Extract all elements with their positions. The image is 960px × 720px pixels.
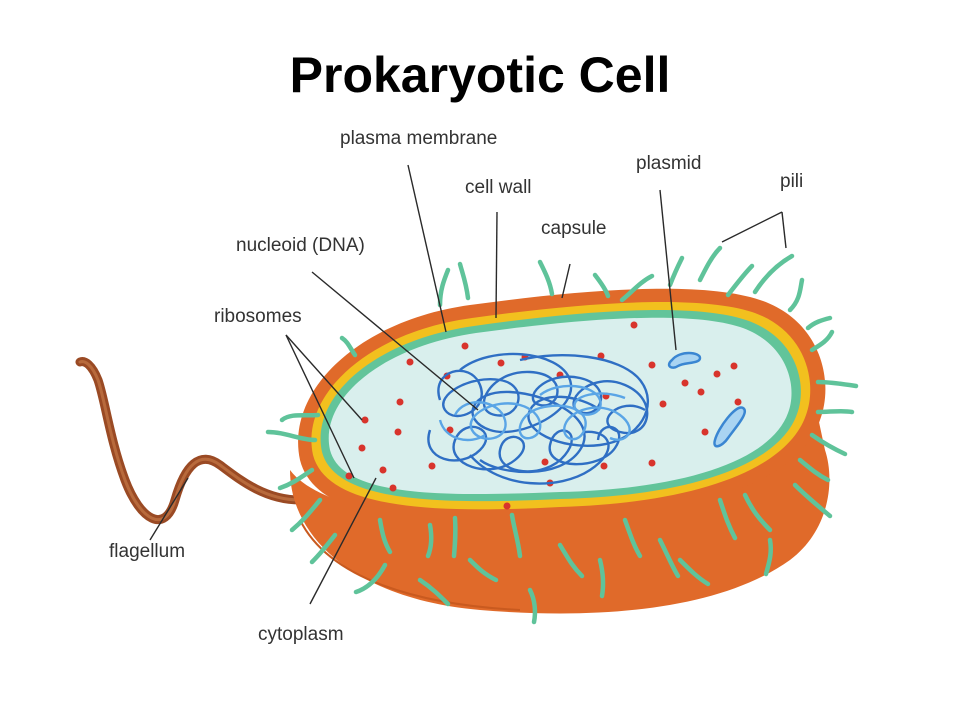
pilus: [725, 263, 755, 298]
pilus: [792, 482, 833, 519]
pilus: [309, 532, 338, 565]
ribosome: [648, 459, 656, 467]
leader-ribosomes-2: [285, 334, 355, 479]
plasmid: [713, 406, 746, 448]
pilus: [339, 335, 358, 358]
pilus: [425, 522, 434, 559]
pilus: [622, 517, 643, 559]
pilus: [277, 467, 315, 491]
pilus: [809, 329, 835, 353]
pilus: [763, 537, 774, 577]
ribosome: [497, 359, 505, 367]
label-pili: pili: [780, 171, 803, 192]
pilus: [279, 412, 321, 423]
cell-body-side: [290, 380, 830, 614]
leader-nucleoid: [311, 271, 479, 411]
ribosomes: [345, 321, 742, 510]
pilus: [717, 497, 738, 541]
ribosome: [406, 358, 414, 366]
cell-body-shading: [299, 519, 521, 611]
label-flagellum: flagellum: [109, 541, 185, 562]
ribosome: [541, 458, 549, 466]
ribosome: [701, 428, 709, 436]
pilus: [657, 537, 681, 579]
page-title: Prokaryotic Cell: [289, 47, 671, 103]
leader-flagellum: [149, 477, 189, 541]
pilus: [677, 557, 711, 587]
flagellum-highlight: [78, 360, 302, 522]
pilus: [457, 261, 471, 301]
pilus: [437, 267, 451, 308]
ribosome: [389, 484, 397, 492]
ribosome: [713, 370, 721, 378]
pilus: [805, 315, 833, 331]
ribosome: [396, 398, 404, 406]
leader-capsule: [561, 263, 571, 299]
ribosome: [461, 342, 469, 350]
label-nucleoid: nucleoid (DNA): [236, 235, 365, 256]
pilus: [265, 429, 318, 443]
label-cytoplasm: cytoplasm: [258, 624, 344, 645]
pilus: [815, 379, 859, 389]
pilus: [752, 253, 795, 295]
leader-pili-1: [721, 211, 783, 243]
pilus: [451, 515, 458, 559]
pilus: [742, 492, 773, 533]
ribosome: [600, 462, 608, 470]
ribosome: [648, 361, 656, 369]
ribosome: [428, 462, 436, 470]
pilus: [797, 457, 831, 483]
pilus: [377, 517, 393, 555]
ribosome: [361, 416, 369, 424]
pilus: [697, 245, 723, 283]
ribosome: [503, 502, 511, 510]
pilus: [809, 432, 848, 457]
leader-cytoplasm: [309, 477, 377, 605]
ribosome: [345, 472, 353, 480]
leader-ribosomes-1: [285, 334, 363, 421]
label-cell-wall: cell wall: [465, 177, 532, 198]
label-capsule: capsule: [541, 218, 607, 239]
pilus: [787, 277, 805, 313]
leader-plasma-membrane: [407, 164, 447, 333]
leader-lines: [149, 164, 787, 605]
pilus: [537, 259, 555, 297]
leader-pili-2: [781, 211, 787, 249]
ribosome: [358, 444, 366, 452]
pilus: [353, 562, 388, 595]
pilus: [667, 255, 685, 288]
pili: [265, 245, 859, 625]
ribosome: [630, 321, 638, 329]
ribosome: [697, 388, 705, 396]
nucleoid-dna: [427, 352, 650, 485]
ribosome: [379, 466, 387, 474]
pilus: [597, 557, 606, 599]
label-plasmid: plasmid: [636, 153, 701, 174]
pilus: [467, 557, 499, 583]
plasmid: [667, 351, 702, 369]
ribosome: [446, 426, 454, 434]
pilus: [527, 587, 538, 625]
pilus: [417, 577, 451, 607]
pilus: [509, 512, 523, 559]
ribosome: [734, 398, 742, 406]
pilus: [557, 542, 585, 579]
leader-cell-wall: [495, 211, 498, 319]
ribosome: [681, 379, 689, 387]
label-plasma-membrane: plasma membrane: [340, 128, 497, 149]
leader-plasmid: [659, 189, 677, 351]
ribosome: [659, 400, 667, 408]
pilus: [619, 273, 655, 303]
label-ribosomes: ribosomes: [214, 306, 302, 327]
pilus: [289, 497, 323, 533]
ribosome: [730, 362, 738, 370]
ribosome: [394, 428, 402, 436]
pilus: [592, 272, 611, 299]
pilus: [815, 408, 855, 415]
